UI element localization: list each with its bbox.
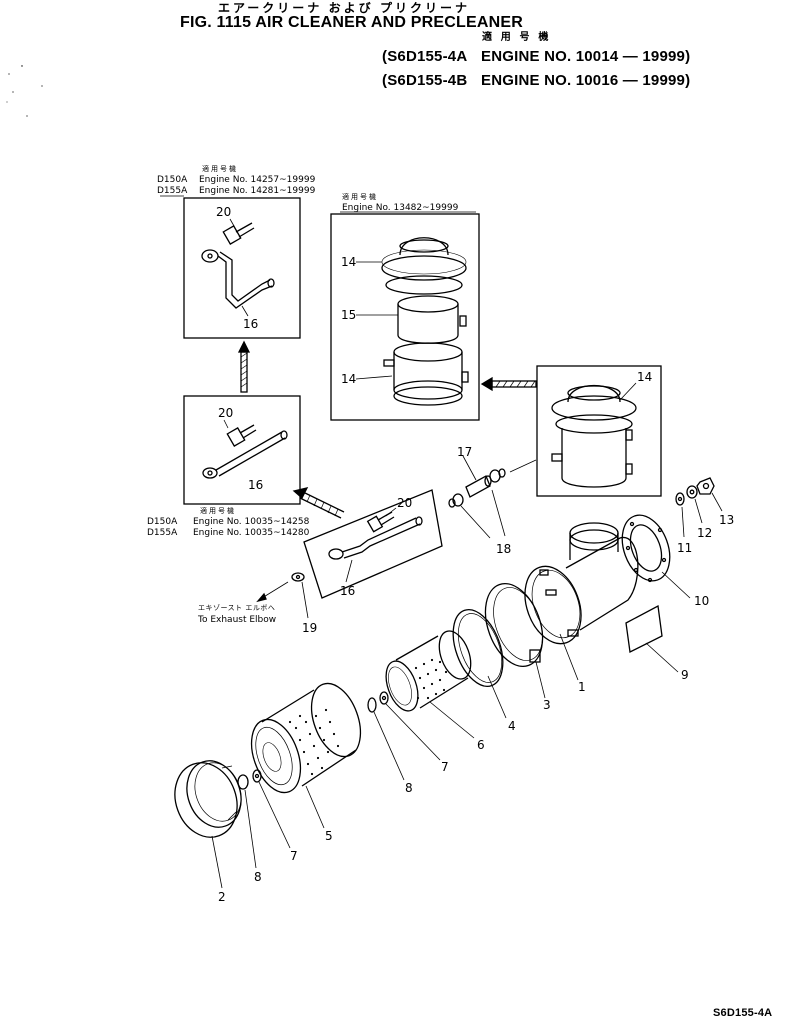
- callout-8-left: 8: [254, 870, 262, 884]
- callout-8-right: 8: [405, 781, 413, 795]
- callout-3: 3: [543, 698, 551, 712]
- callout-15: 15: [341, 308, 357, 322]
- flange-gasket-10: [621, 514, 691, 599]
- box-tube-assembly-old: [183, 395, 301, 505]
- washer-and-nut-right: [367, 691, 441, 781]
- inner-element-6: [385, 630, 475, 739]
- note-top-left-model-1: D150A: [157, 175, 188, 185]
- exhaust-elbow-label: To Exhaust Elbow: [198, 615, 277, 625]
- callout-20-mid: 20: [218, 406, 234, 420]
- callout-7-right: 7: [441, 760, 449, 774]
- callout-17: 17: [457, 445, 473, 459]
- callout-14-assembly: 14: [637, 370, 653, 384]
- outer-element-5: [250, 682, 362, 829]
- callout-11: 11: [677, 541, 693, 555]
- callout-10: 10: [694, 594, 710, 608]
- callout-5: 5: [325, 829, 333, 843]
- callout-12: 12: [697, 526, 713, 540]
- note-lower-left-model-2: D155A: [147, 528, 178, 538]
- figure-title: FIG. 1115 AIR CLEANER AND PRECLEANER: [180, 14, 523, 31]
- note-precleaner-jp: 適用号機: [342, 193, 378, 201]
- bolt-icon: [222, 222, 255, 245]
- clamp-band-3: [484, 582, 546, 699]
- callout-1: 1: [578, 680, 586, 694]
- callout-13: 13: [719, 513, 735, 527]
- callout-7-left: 7: [290, 849, 298, 863]
- box-precleaner-parts: [330, 211, 480, 421]
- hose-and-clamps: [448, 455, 506, 539]
- bolt-icon: [226, 424, 257, 447]
- box-tube-assembly-lower: [303, 489, 443, 599]
- applicable-units-label: 適 用 号 機: [482, 32, 552, 43]
- callout-4: 4: [508, 719, 516, 733]
- engine-model-b: (S6D155-4B: [382, 72, 468, 89]
- direction-arrow-diagonal: [292, 487, 345, 519]
- note-precleaner-text: Engine No. 13482~19999: [342, 203, 459, 213]
- note-lower-left-text-1: Engine No. 10035~14258: [193, 517, 310, 527]
- air-cleaner-body: [524, 522, 639, 681]
- note-top-left-text-2: Engine No. 14281~19999: [199, 186, 316, 196]
- gasket-19: [291, 572, 309, 619]
- end-cover-2: [174, 760, 242, 889]
- seal-ring-4: [452, 609, 507, 719]
- engine-model-a: (S6D155-4A: [382, 48, 468, 65]
- engine-range-a: ENGINE NO. 10014 — 19999): [481, 48, 691, 65]
- box-tube-assembly-new: [160, 195, 301, 339]
- washer-and-nut-left: [237, 769, 291, 869]
- callout-20-top: 20: [216, 205, 232, 219]
- callout-18: 18: [496, 542, 512, 556]
- japanese-title: エアークリーナ および プリクリーナ: [218, 1, 470, 15]
- direction-arrow-up: [237, 340, 251, 393]
- callout-19: 19: [302, 621, 318, 635]
- note-lower-left-text-2: Engine No. 10035~14280: [193, 528, 310, 538]
- callout-14-cap: 14: [341, 255, 357, 269]
- callout-6: 6: [477, 738, 485, 752]
- note-top-left-model-2: D155A: [157, 186, 188, 196]
- callout-2: 2: [218, 890, 226, 904]
- callout-9: 9: [681, 668, 689, 682]
- hardware-nut-washers: [675, 477, 723, 538]
- engine-range-b: ENGINE NO. 10016 — 19999): [481, 72, 691, 89]
- exhaust-elbow-jp: エキゾースト エルボへ: [198, 604, 276, 612]
- note-lower-left-model-1: D150A: [147, 517, 178, 527]
- scan-specks: [6, 65, 43, 117]
- callout-16-top: 16: [243, 317, 259, 331]
- box-precleaner-assembly: [536, 365, 662, 497]
- callout-14-base: 14: [341, 372, 357, 386]
- note-lower-left-jp: 適用号機: [200, 507, 236, 515]
- direction-arrow-left: [480, 376, 537, 392]
- note-top-left-jp: 適用号機: [202, 165, 238, 173]
- nameplate-9: [625, 604, 679, 673]
- note-top-left-text-1: Engine No. 14257~19999: [199, 175, 316, 185]
- drawing-code: S6D155-4A: [713, 1007, 773, 1019]
- callout-16-mid: 16: [248, 478, 264, 492]
